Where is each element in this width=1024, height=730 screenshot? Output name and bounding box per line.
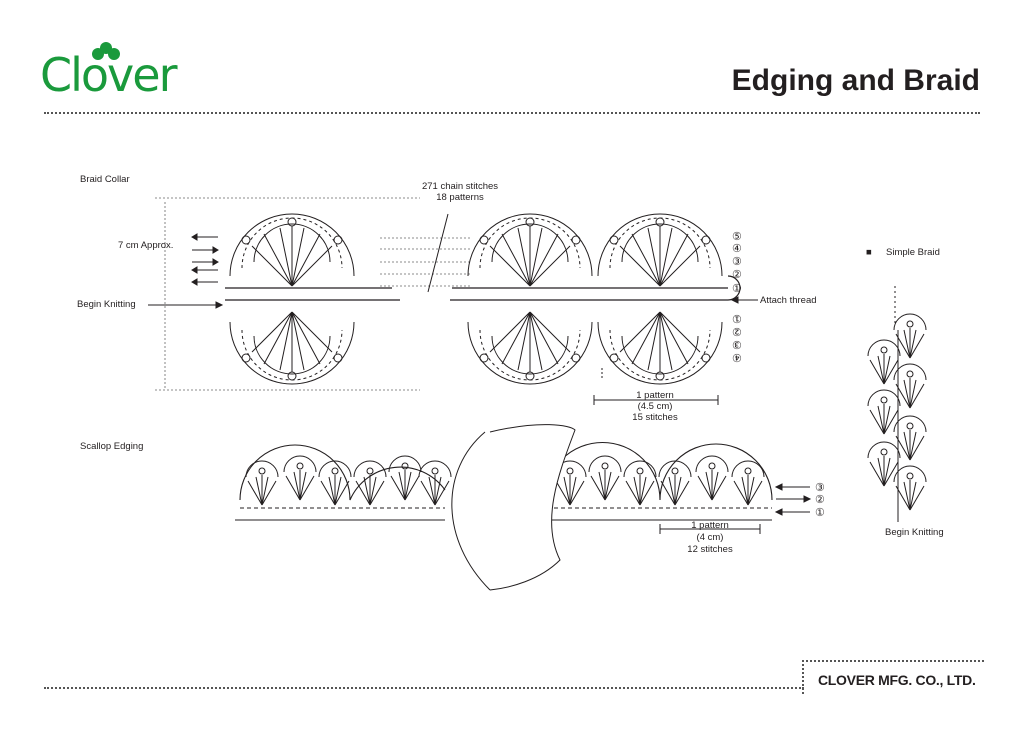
collar-upper-fans [229, 213, 723, 287]
clover-logo: Clover [40, 42, 190, 102]
collar-lower-fans [229, 311, 723, 385]
patterns-label: 18 patterns [436, 192, 484, 203]
collar-row-2: ② [732, 269, 742, 281]
header-divider [44, 112, 980, 114]
collar-row-arrows [148, 233, 758, 309]
scallop-repeat-line3: 12 stitches [687, 544, 733, 555]
collar-begin-label: Begin Knitting [77, 299, 136, 310]
chart-break [451, 424, 576, 591]
collar-row-4-lower: ④ [732, 351, 742, 363]
simple-braid-heading: Simple Braid [886, 247, 940, 258]
footer-box [802, 660, 984, 694]
logo-wordmark: Clover [40, 48, 177, 102]
collar-row-2-lower: ② [732, 325, 742, 337]
braid-collar-heading: Braid Collar [80, 174, 130, 185]
foundation-chain [225, 275, 741, 301]
scallop-row-arrows [774, 483, 812, 516]
collar-width-label: 7 cm Approx. [118, 240, 174, 251]
attach-thread-label: Attach thread [760, 295, 817, 306]
collar-row-4: ④ [732, 243, 742, 255]
collar-repeat-line3: 15 stitches [632, 412, 678, 423]
scallop-row-3: ③ [815, 482, 825, 494]
simple-braid-begin-label: Begin Knitting [885, 527, 944, 538]
collar-row-1: ① [732, 283, 742, 295]
scallop-edging-heading: Scallop Edging [80, 441, 144, 452]
collar-guides [155, 197, 470, 391]
shamrock-icon [92, 42, 120, 60]
scallop-edging-chart [235, 442, 773, 521]
collar-row-5: ⑤ [732, 231, 742, 243]
footer-divider [44, 687, 804, 689]
collar-repeat-line2: (4.5 cm) [637, 401, 673, 412]
scallop-repeat-line1: 1 pattern [691, 520, 729, 531]
scallop-row-2: ② [815, 494, 825, 506]
collar-row-3: ③ [732, 256, 742, 268]
collar-repeat-line1: 1 pattern [636, 390, 674, 401]
collar-repeat-bracket [593, 368, 719, 405]
scallop-row-1: ① [815, 507, 825, 519]
stitch-leader [427, 213, 449, 293]
scallop-repeat-line2: (4 cm) [696, 532, 724, 543]
collar-row-1-lower: ① [732, 312, 742, 324]
scallop-repeat-bracket [659, 524, 761, 534]
chain-stitches-label: 271 chain stitches [421, 181, 499, 192]
simple-braid-bullet: ■ [866, 247, 872, 258]
company-name: CLOVER MFG. CO., LTD. [818, 672, 976, 688]
simple-braid-chart [867, 286, 927, 522]
page-title: Edging and Braid [731, 64, 980, 97]
collar-row-3-lower: ③ [732, 338, 742, 350]
